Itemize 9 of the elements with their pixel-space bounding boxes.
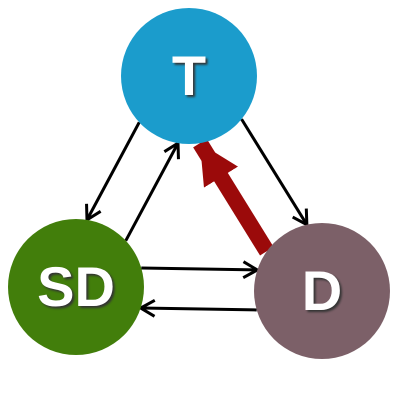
- arrow: [139, 298, 257, 318]
- arrow: [141, 260, 259, 280]
- arrow: [124, 142, 180, 242]
- node-label: SD: [37, 259, 115, 315]
- arrow: [85, 122, 141, 222]
- arrow: [240, 118, 308, 226]
- arrow: [193, 138, 274, 256]
- node-label: T: [172, 48, 206, 104]
- node-label: D: [302, 263, 342, 319]
